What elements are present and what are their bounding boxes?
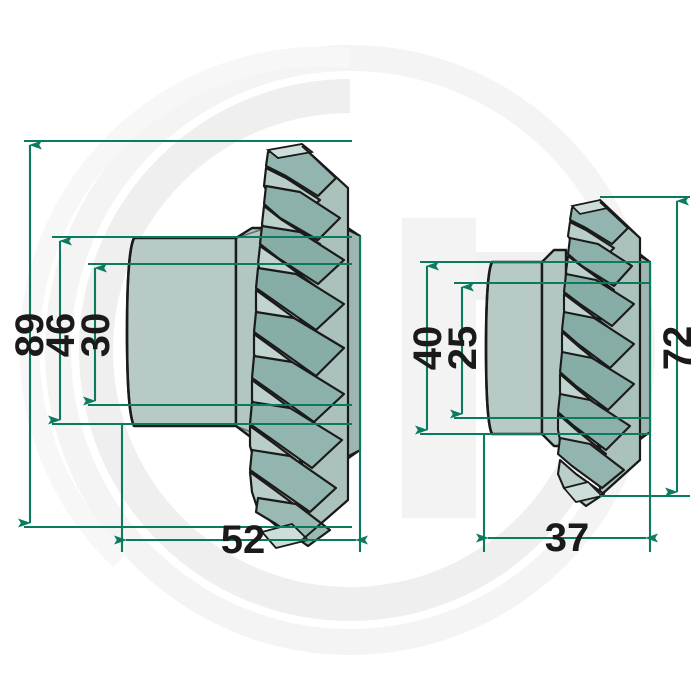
dim-label-89: 89 <box>8 313 52 358</box>
left-gear-teeth <box>248 143 350 550</box>
dim-label-52: 52 <box>221 518 266 562</box>
dim-label-40: 40 <box>406 326 450 371</box>
dim-label-46: 46 <box>39 313 83 358</box>
left-dimension-group <box>18 139 368 552</box>
left-gear-hub <box>125 236 238 428</box>
right-gear-assembly <box>484 198 652 508</box>
dim-label-72: 72 <box>656 326 700 371</box>
left-gear-assembly <box>125 143 362 550</box>
dim-label-25: 25 <box>441 326 485 371</box>
dim-label-30: 30 <box>74 313 118 358</box>
right-gear-hub <box>484 260 544 436</box>
right-dimension-group <box>415 195 690 552</box>
right-dimension-labels: 40 25 72 37 <box>406 326 700 560</box>
right-gear-teeth <box>556 198 642 508</box>
left-dimension-labels: 89 46 30 52 <box>8 313 265 562</box>
dim-label-37: 37 <box>545 516 590 560</box>
